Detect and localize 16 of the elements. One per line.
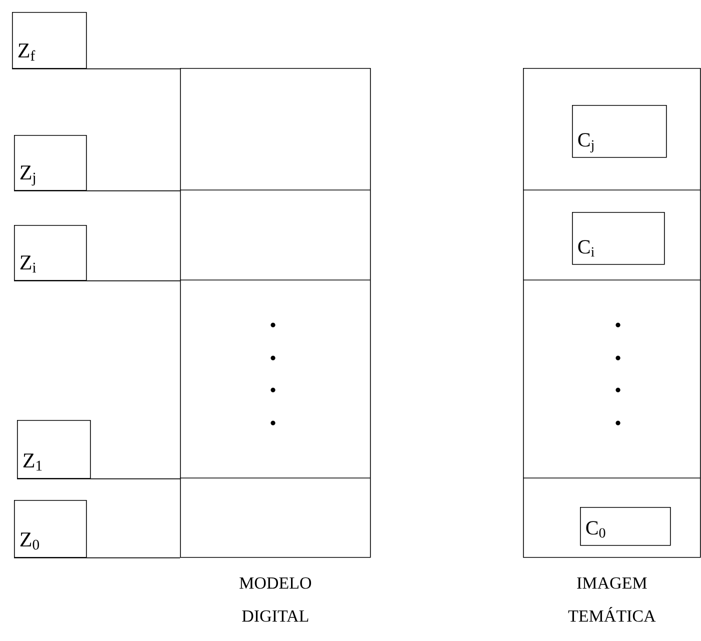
level-box: Z$_{j}$ <box>14 135 87 191</box>
level-line <box>12 68 180 70</box>
level-line <box>14 280 180 282</box>
level-box: Z$_{1}$ <box>17 420 91 479</box>
layered-column: MODELO DIGITAL <box>180 68 371 622</box>
node-label: IMAGEM TEMÁTICA <box>568 577 656 622</box>
level-line <box>14 190 180 192</box>
level-box: Z$_{i}$ <box>14 225 87 281</box>
class-box: C$_{j}$ <box>572 105 667 158</box>
node-label: MODELO DIGITAL <box>240 577 312 622</box>
class-box: C$_{0}$ <box>580 507 671 546</box>
level-line <box>14 557 180 558</box>
level-box: Z$_{0}$ <box>14 500 87 558</box>
level-line <box>16 478 180 480</box>
class-box: C$_{i}$ <box>572 212 665 265</box>
level-box: Z$_{f}$ <box>12 12 87 69</box>
